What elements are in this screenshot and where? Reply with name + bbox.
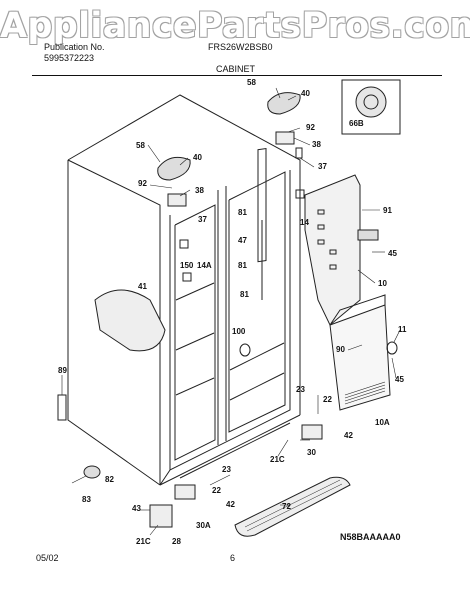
callout-47: 47 bbox=[238, 236, 247, 245]
callout-58-top: 58 bbox=[247, 78, 256, 87]
door-rail-81 bbox=[257, 148, 267, 300]
publication-number: 5995372223 bbox=[44, 53, 95, 63]
section-title: CABINET bbox=[216, 64, 256, 74]
callout-38-left: 38 bbox=[195, 186, 204, 195]
callout-45-top: 45 bbox=[388, 249, 397, 258]
footer-page-number: 6 bbox=[230, 553, 236, 563]
callout-22-bottom: 22 bbox=[212, 486, 221, 495]
callout-22-right: 22 bbox=[323, 395, 332, 404]
callout-81-b: 81 bbox=[238, 261, 247, 270]
footer-date: 05/02 bbox=[36, 553, 59, 563]
callout-72: 72 bbox=[282, 502, 291, 511]
callout-30: 30 bbox=[307, 448, 316, 457]
callout-43: 43 bbox=[132, 504, 141, 513]
publication-label: Publication No. bbox=[44, 42, 105, 52]
callout-21c-right: 21C bbox=[270, 455, 285, 464]
callout-10: 10 bbox=[378, 279, 387, 288]
callout-10a: 10A bbox=[375, 418, 390, 427]
callout-38-top: 38 bbox=[312, 140, 321, 149]
leader-lines bbox=[61, 87, 401, 536]
callout-42-right: 42 bbox=[344, 431, 353, 440]
hinge-left bbox=[167, 193, 187, 207]
toe-grille bbox=[234, 476, 351, 537]
clip-14 bbox=[295, 189, 305, 199]
roller-bracket-30a bbox=[174, 484, 196, 500]
rear-cover-panel-10a bbox=[329, 294, 391, 411]
hinge-cover-top-right bbox=[267, 92, 301, 115]
side-insulation-panel bbox=[94, 289, 166, 352]
hinge-right bbox=[275, 131, 295, 145]
stop-37 bbox=[295, 147, 303, 159]
callout-91: 91 bbox=[383, 206, 392, 215]
callout-14a: 14A bbox=[197, 261, 212, 270]
callout-labels: 58 40 92 38 66B 58 40 92 38 37 81 47 81 … bbox=[58, 78, 407, 546]
callout-21c-bottom: 21C bbox=[136, 537, 151, 546]
callout-37-left: 37 bbox=[198, 215, 207, 224]
callout-100: 100 bbox=[232, 327, 246, 336]
callout-92-left: 92 bbox=[138, 179, 147, 188]
model-number: FRS26W2BSB0 bbox=[208, 42, 273, 52]
roller-assembly-left bbox=[149, 504, 173, 528]
clip-37 bbox=[179, 239, 189, 249]
callout-58-left: 58 bbox=[136, 141, 145, 150]
callout-83: 83 bbox=[82, 495, 91, 504]
cabinet-body bbox=[67, 94, 301, 486]
callout-42-bottom: 42 bbox=[226, 500, 235, 509]
plug-11 bbox=[386, 341, 398, 355]
callout-23-right: 23 bbox=[296, 385, 305, 394]
callout-89: 89 bbox=[58, 366, 67, 375]
callout-40-top: 40 bbox=[301, 89, 310, 98]
callout-150: 150 bbox=[180, 261, 194, 270]
callout-23-bottom: 23 bbox=[222, 465, 231, 474]
leveling-leg-82 bbox=[83, 465, 101, 479]
callout-40-left: 40 bbox=[193, 153, 202, 162]
evaporator-cover-panel bbox=[304, 174, 379, 326]
cam-100 bbox=[239, 343, 251, 357]
watermark: AppliancePartsPros.com bbox=[0, 6, 470, 46]
callout-81-a: 81 bbox=[238, 208, 247, 217]
callout-82: 82 bbox=[105, 475, 114, 484]
drawing-code: N58BAAAAA0 bbox=[340, 532, 401, 542]
bracket-89 bbox=[57, 394, 67, 421]
callout-81-c: 81 bbox=[240, 290, 249, 299]
callout-90: 90 bbox=[336, 345, 345, 354]
callout-30a: 30A bbox=[196, 521, 211, 530]
callout-66b: 66B bbox=[349, 119, 364, 128]
callout-92-top: 92 bbox=[306, 123, 315, 132]
clip-14a bbox=[182, 272, 192, 282]
callout-14: 14 bbox=[300, 218, 309, 227]
callout-28: 28 bbox=[172, 537, 181, 546]
callout-11: 11 bbox=[398, 325, 407, 334]
roller-bracket-30 bbox=[301, 424, 323, 440]
callout-41: 41 bbox=[138, 282, 147, 291]
callout-45-bottom: 45 bbox=[395, 375, 404, 384]
header-rule bbox=[32, 75, 442, 76]
callout-37-right: 37 bbox=[318, 162, 327, 171]
inset-66b-box bbox=[341, 79, 401, 135]
